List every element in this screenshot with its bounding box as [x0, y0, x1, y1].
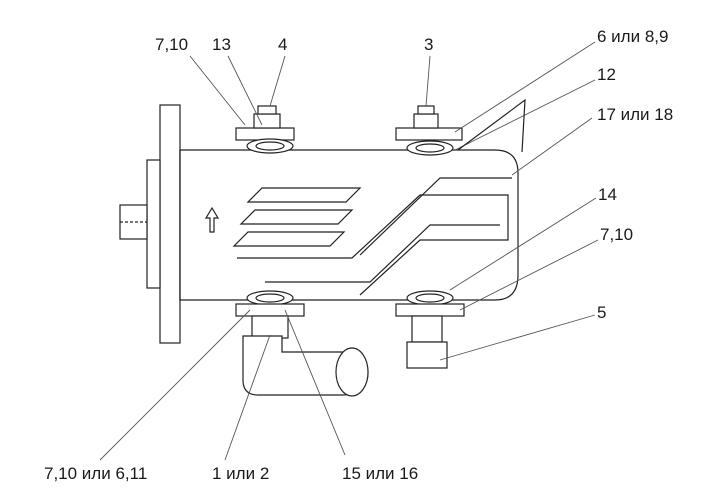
- callout-3: 3: [424, 35, 433, 54]
- callout-12: 12: [597, 65, 616, 84]
- top-fitting-left: [235, 105, 295, 154]
- callout-17-or-18: 17 или 18: [597, 105, 673, 124]
- leader-lines: [99, 41, 599, 461]
- callout-13: 13: [212, 35, 231, 54]
- elbow-pipe: [242, 335, 369, 397]
- housing-graphics: [232, 177, 512, 296]
- mounting-flange: [146, 104, 181, 344]
- bottom-fitting-right: [395, 290, 465, 369]
- direction-arrow-icon: [204, 206, 220, 233]
- callout-6-or-8-9: 6 или 8,9: [597, 27, 668, 46]
- callout-14: 14: [598, 185, 617, 204]
- bottom-fitting-left: [235, 290, 305, 339]
- callout-15-or-16: 15 или 16: [342, 464, 418, 483]
- callout-7-10-right: 7,10: [600, 225, 633, 244]
- callout-5: 5: [597, 303, 606, 322]
- callout-4: 4: [278, 35, 287, 54]
- callout-1-or-2: 1 или 2: [212, 464, 269, 483]
- drive-shaft: [119, 204, 148, 240]
- top-fitting-right: [395, 105, 463, 156]
- callout-7-10-or-6-11: 7,10 или 6,11: [44, 464, 147, 483]
- callout-7-10-top: 7,10: [155, 35, 188, 54]
- callout-labels: 7,10 13 4 3 6 или 8,9 12 17 или 18 14 7,…: [44, 27, 673, 483]
